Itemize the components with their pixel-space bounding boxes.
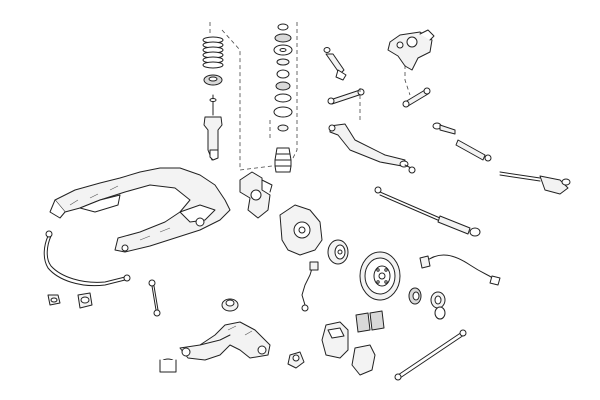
abs-sensor-cable <box>419 254 501 286</box>
steering-knuckle <box>239 171 273 219</box>
brake-caliper <box>321 321 349 359</box>
track-rod <box>374 186 481 237</box>
tie-rod <box>499 171 571 195</box>
assembly-line-spring <box>221 29 281 171</box>
control-arm-bushing <box>159 358 177 373</box>
wheel-bearing <box>408 287 446 320</box>
assembly-line-gear <box>404 65 411 96</box>
strut-mount-stack <box>273 23 293 132</box>
tie-rod-upper <box>327 88 365 105</box>
ball-joint <box>287 351 305 369</box>
brake-pads <box>355 310 385 333</box>
abs-sensor <box>301 261 319 312</box>
brake-disc <box>359 251 401 301</box>
steering-rack <box>328 123 416 174</box>
tie-rod-right-upper <box>402 87 431 108</box>
stabilizer-bushing <box>47 292 93 309</box>
dust-boot <box>274 147 292 173</box>
spring-seat <box>203 74 223 86</box>
brake-shield <box>279 204 323 256</box>
shock-absorber <box>203 94 223 161</box>
control-arm-bushing-top <box>221 298 239 312</box>
stabilizer-link <box>148 279 161 317</box>
tie-rod-end-upper <box>323 47 347 81</box>
coil-spring <box>202 36 224 69</box>
wheel-hub <box>327 239 349 265</box>
brake-caliper-carrier <box>351 344 376 376</box>
tie-rod-end <box>432 122 492 162</box>
axle-shaft <box>394 329 467 381</box>
assembly-line-mount <box>291 22 298 161</box>
stabilizer-bar <box>43 230 131 287</box>
front-subframe <box>49 167 231 253</box>
control-arm <box>179 321 271 361</box>
steering-gear-box <box>387 29 435 71</box>
